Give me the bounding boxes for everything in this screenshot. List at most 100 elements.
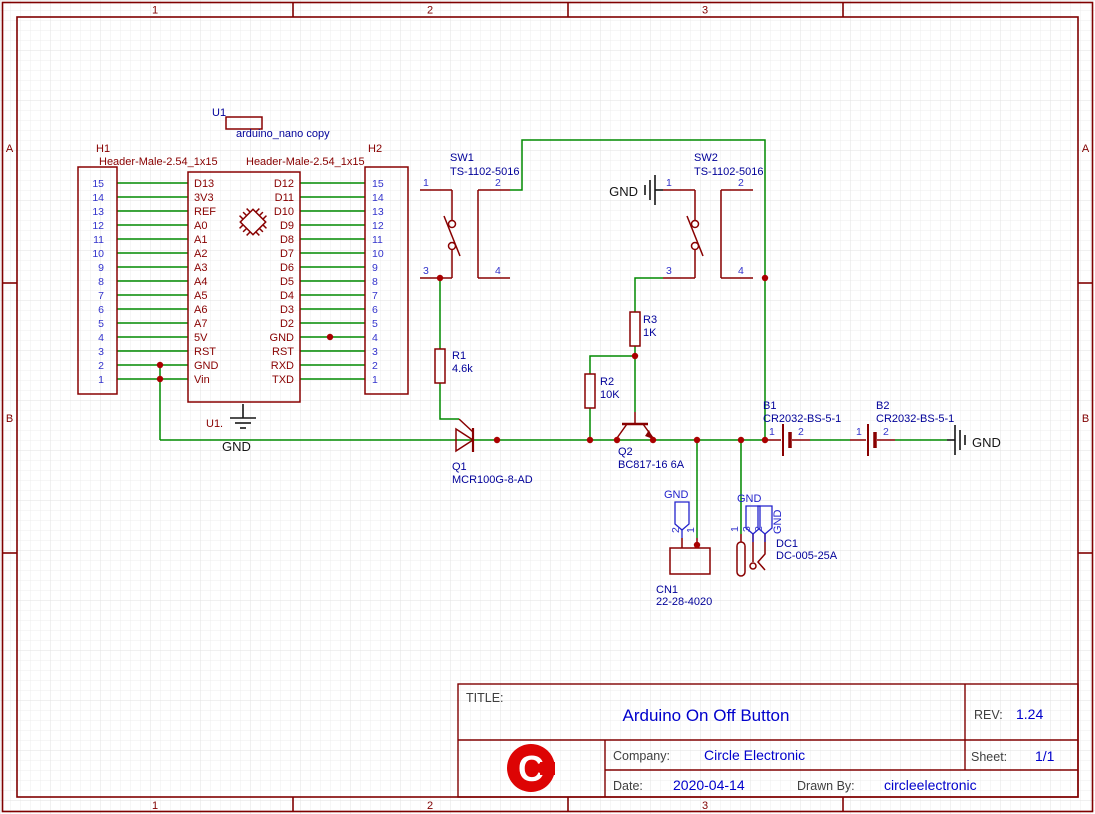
junction-dots bbox=[156, 274, 769, 549]
b2-ref[interactable]: B2 bbox=[876, 400, 889, 412]
cn1-gnd-net[interactable]: GND bbox=[664, 489, 689, 501]
u1-pin-name: A0 bbox=[194, 220, 207, 232]
dc1-pin-2: 2 bbox=[753, 526, 765, 532]
rev-value[interactable]: 1.24 bbox=[1016, 706, 1043, 722]
u1-pin-name: D9 bbox=[280, 220, 294, 232]
dc1-ref[interactable]: DC1 bbox=[776, 538, 798, 550]
q1-scr-symbol[interactable] bbox=[455, 418, 475, 453]
sw1-pin-4: 4 bbox=[495, 265, 501, 277]
h1-pin-number: 1 bbox=[98, 374, 104, 386]
r1-ref[interactable]: R1 bbox=[452, 350, 466, 362]
cn1-pin-2: 2 bbox=[670, 527, 682, 533]
sw1-ref[interactable]: SW1 bbox=[450, 152, 474, 164]
dc1-gnd-net-1[interactable]: GND bbox=[737, 493, 762, 505]
frame-col-label: 3 bbox=[702, 800, 708, 812]
h2-pin-number: 6 bbox=[372, 304, 378, 316]
b1-ref[interactable]: B1 bbox=[763, 400, 776, 412]
sheet-value[interactable]: 1/1 bbox=[1035, 748, 1055, 764]
u1-value[interactable]: arduino_nano copy bbox=[236, 128, 330, 140]
r2-value[interactable]: 10K bbox=[600, 389, 620, 401]
drawn-by-value[interactable]: circleelectronic bbox=[884, 777, 977, 793]
u1-gnd-ref[interactable]: U1. bbox=[206, 418, 223, 430]
sw2-pin-2: 2 bbox=[738, 177, 744, 189]
wire-sw1-to-rail[interactable] bbox=[510, 139, 766, 440]
frame-col-label: 2 bbox=[427, 5, 433, 17]
h2-body[interactable] bbox=[364, 166, 409, 395]
q2-npn-symbol[interactable] bbox=[616, 412, 654, 439]
sw2-pin-4: 4 bbox=[738, 265, 744, 277]
h2-value[interactable]: Header-Male-2.54_1x15 bbox=[246, 156, 365, 168]
u1-pin-name: A2 bbox=[194, 248, 207, 260]
h1-ref[interactable]: H1 bbox=[96, 143, 110, 155]
h1-pin-number: 9 bbox=[98, 262, 104, 274]
title-block: TITLE: Arduino On Off Button REV: 1.24 C… bbox=[457, 683, 1079, 798]
u1-pin-name: TXD bbox=[272, 374, 294, 386]
q1-value[interactable]: MCR100G-8-AD bbox=[452, 474, 533, 486]
wire-r2-base[interactable] bbox=[589, 355, 635, 374]
dc1-pin-3: 3 bbox=[741, 526, 753, 532]
frame-col-label: 1 bbox=[152, 5, 158, 17]
h1-value[interactable]: Header-Male-2.54_1x15 bbox=[99, 156, 218, 168]
sw2-ref[interactable]: SW2 bbox=[694, 152, 718, 164]
r3-value[interactable]: 1K bbox=[643, 327, 657, 339]
date-value[interactable]: 2020-04-14 bbox=[673, 777, 745, 793]
u1-pin-name: D12 bbox=[274, 178, 294, 190]
dc1-symbol[interactable] bbox=[736, 534, 766, 577]
u1-pin-name: D5 bbox=[280, 276, 294, 288]
company-label: Company: bbox=[613, 749, 670, 763]
sw1-value[interactable]: TS-1102-5016 bbox=[450, 166, 520, 178]
h2-pin-number: 12 bbox=[372, 220, 384, 232]
h2-pin-number: 5 bbox=[372, 318, 378, 330]
dc1-pin-1: 1 bbox=[729, 526, 741, 532]
sw2-value[interactable]: TS-1102-5016 bbox=[694, 166, 764, 178]
r1-value[interactable]: 4.6k bbox=[452, 363, 473, 375]
components[interactable] bbox=[77, 116, 966, 577]
cn1-ref[interactable]: CN1 bbox=[656, 584, 678, 596]
frame-row-label: A bbox=[1082, 143, 1090, 155]
u1-pin-name: D6 bbox=[280, 262, 294, 274]
u1-pin-name: D13 bbox=[194, 178, 214, 190]
h1-body[interactable] bbox=[77, 166, 118, 395]
h2-pin-number: 7 bbox=[372, 290, 378, 302]
date-label: Date: bbox=[613, 779, 643, 793]
u1-pin-name: A4 bbox=[194, 276, 207, 288]
q2-value[interactable]: BC817-16 6A bbox=[618, 459, 685, 471]
h1-pin-number: 6 bbox=[98, 304, 104, 316]
u1-pin-name: REF bbox=[194, 206, 216, 218]
company-value[interactable]: Circle Electronic bbox=[704, 747, 805, 763]
h2-pin-number: 2 bbox=[372, 360, 378, 372]
u1-pin-name: RST bbox=[194, 346, 216, 358]
u1-pin-name: A3 bbox=[194, 262, 207, 274]
frame-col-label: 2 bbox=[427, 800, 433, 812]
right-gnd-net[interactable]: GND bbox=[972, 435, 1001, 450]
b2-value[interactable]: CR2032-BS-5-1 bbox=[876, 413, 954, 425]
dc1-gnd-net-2[interactable]: GND bbox=[772, 510, 784, 535]
u1-body[interactable] bbox=[187, 171, 301, 403]
sheet-title[interactable]: Arduino On Off Button bbox=[623, 706, 790, 725]
wire-r3-sw2[interactable] bbox=[634, 277, 663, 312]
component-labels[interactable]: H1 Header-Male-2.54_1x15 Header-Male-2.5… bbox=[96, 107, 1001, 608]
cn1-value[interactable]: 22-28-4020 bbox=[656, 596, 712, 608]
dc1-value[interactable]: DC-005-25A bbox=[776, 550, 838, 562]
u1-pin-name: 3V3 bbox=[194, 192, 214, 204]
h1-pin-number: 8 bbox=[98, 276, 104, 288]
u1-ref[interactable]: U1 bbox=[212, 107, 226, 119]
r3-ref[interactable]: R3 bbox=[643, 314, 657, 326]
u1-pin-name: D3 bbox=[280, 304, 294, 316]
header-wires[interactable] bbox=[117, 182, 365, 380]
h1-pin-number: 14 bbox=[92, 192, 104, 204]
q1-ref[interactable]: Q1 bbox=[452, 461, 467, 473]
h1-pin-number: 4 bbox=[98, 332, 104, 344]
q2-ref[interactable]: Q2 bbox=[618, 446, 633, 458]
b1-value[interactable]: CR2032-BS-5-1 bbox=[763, 413, 841, 425]
u1-gnd-net[interactable]: GND bbox=[222, 439, 251, 454]
h1-pin-number: 3 bbox=[98, 346, 104, 358]
sw1-pin-3: 3 bbox=[423, 265, 429, 277]
h2-ref[interactable]: H2 bbox=[368, 143, 382, 155]
wire-r1-gate[interactable] bbox=[439, 383, 459, 420]
sw2-gnd-net[interactable]: GND bbox=[609, 184, 638, 199]
r2-ref[interactable]: R2 bbox=[600, 376, 614, 388]
